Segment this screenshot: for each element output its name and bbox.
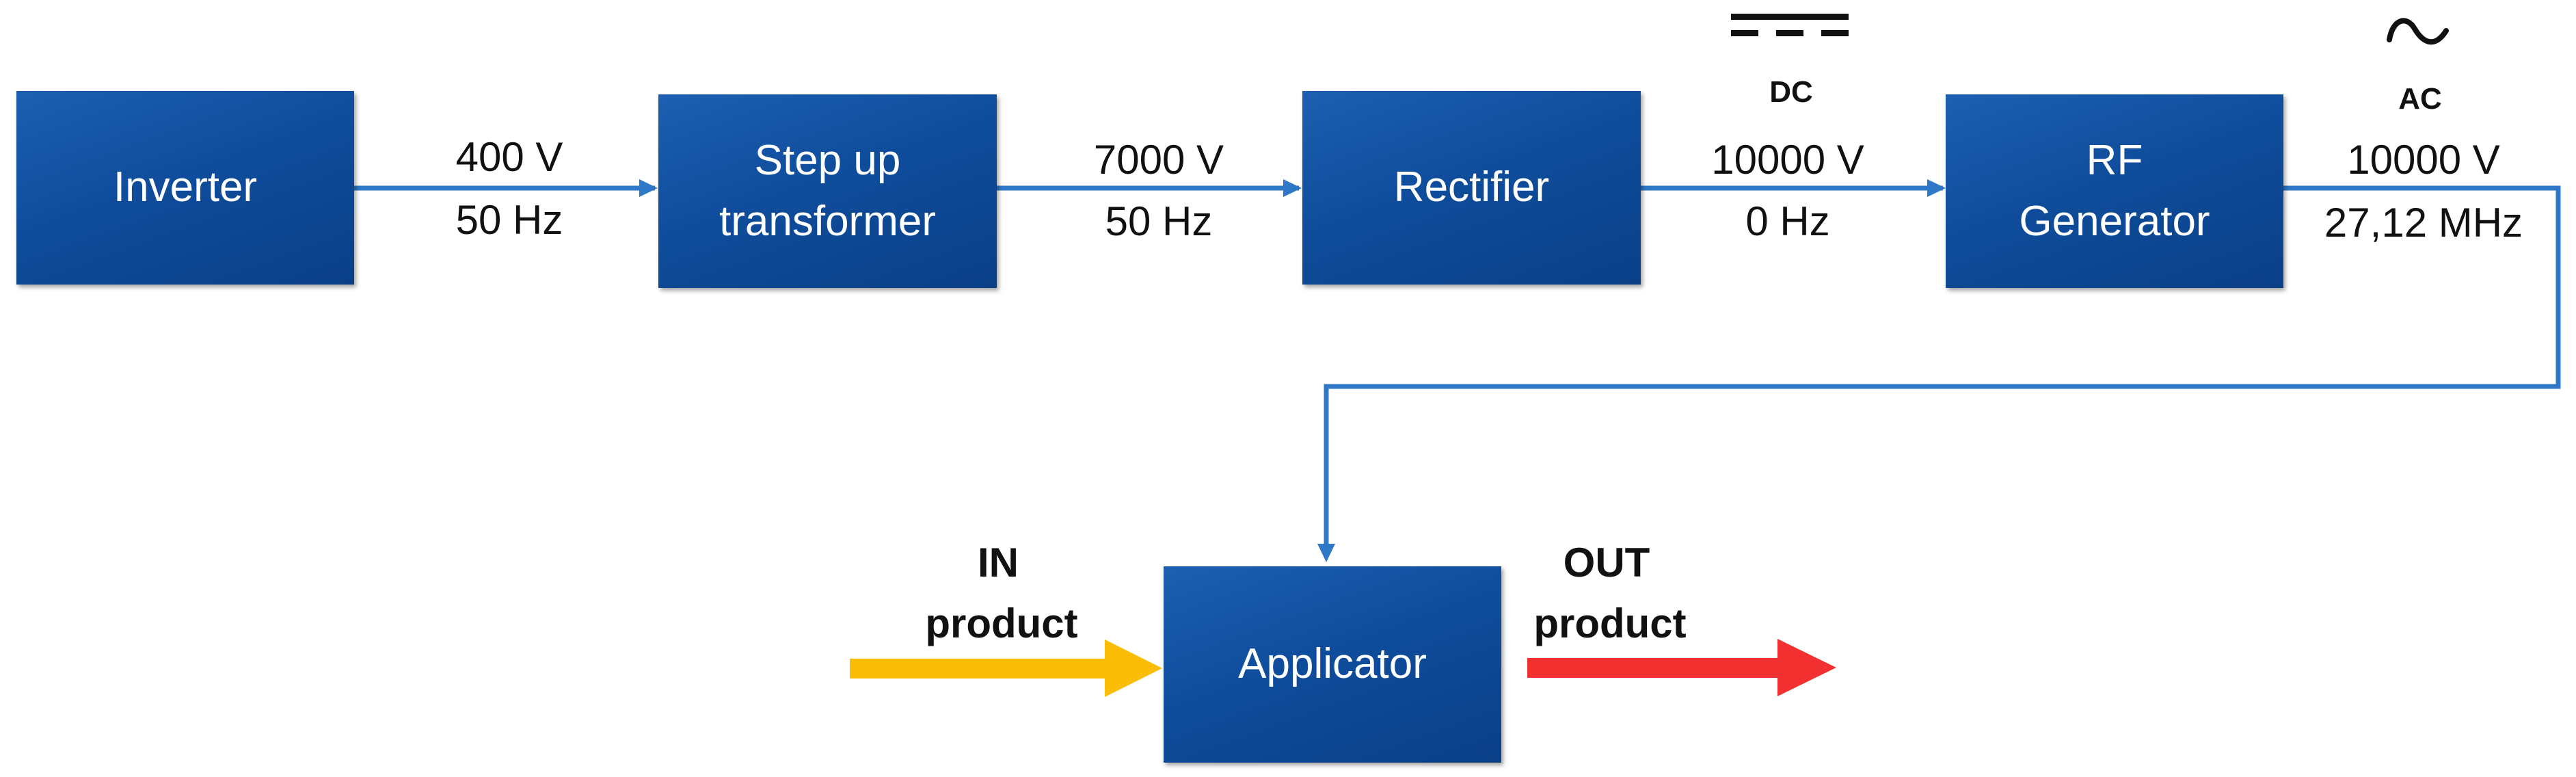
rf-label-line2: Generator [2019,197,2210,245]
ac-label: AC [2398,82,2442,116]
ac-sine-icon [2387,18,2449,45]
inverter-block: Inverter [16,91,354,285]
rectifier-label: Rectifier [1393,163,1550,211]
stepup-label-line2: transformer [719,197,936,245]
rf-label-line1: RF [2086,137,2143,185]
rectifier-block: Rectifier [1302,91,1641,285]
link1-voltage: 400 V [455,134,563,180]
arrowhead-applicator [1317,544,1335,562]
out-label-line2: product [1533,601,1687,646]
link2-frequency: 50 Hz [1105,198,1213,244]
link4-frequency: 27,12 MHz [2324,200,2523,246]
rf-generator-block: RF Generator [1946,94,2283,288]
link3-frequency: 0 Hz [1745,198,1830,244]
link1-frequency: 50 Hz [455,197,563,243]
arrowhead-stepup [639,179,658,197]
in-label-line2: product [925,601,1078,646]
wire-rf-applicator [1324,185,2561,557]
inverter-label: Inverter [113,163,258,211]
link2-voltage: 7000 V [1093,137,1224,183]
arrowhead-rectifier [1283,179,1302,197]
out-label-line1: OUT [1563,540,1650,585]
in-product-arrow [850,640,1162,697]
out-product-arrow [1527,639,1836,696]
applicator-label: Applicator [1238,640,1427,688]
stepup-label-line1: Step up [754,137,901,185]
arrowhead-rf [1927,179,1946,197]
applicator-block: Applicator [1164,566,1501,763]
link3-voltage: 10000 V [1711,137,1864,183]
dc-label: DC [1769,75,1813,109]
link4-voltage: 10000 V [2347,137,2500,183]
stepup-transformer-block: Step up transformer [658,94,997,288]
dc-symbol-icon [1731,14,1849,36]
in-label-line1: IN [978,540,1019,585]
